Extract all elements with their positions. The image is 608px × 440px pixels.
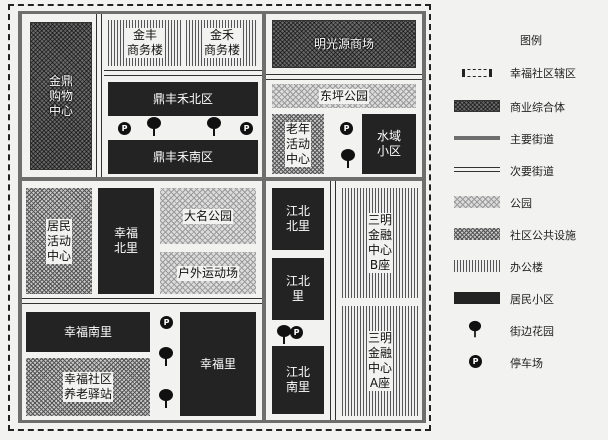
legend-item-garden: 街边花园 [448,320,604,340]
main-road-bottom [18,420,426,423]
dongping-park: 东坪公园 [272,84,416,108]
legend-item-residential: 居民小区 [448,290,604,308]
secondary-road-right-upper [266,74,422,80]
map-legend: 图例 幸福社区辖区 商业综合体 主要街道 次要街道 公园 社区公共设施 办公楼 … [448,24,604,424]
outdoor-sports-field: 户外运动场 [160,252,256,294]
legend-item-main-road: 主要街道 [448,130,604,148]
office-symbol [454,260,500,272]
garden-icon [147,117,161,136]
residential-symbol [454,292,500,304]
secondary-road-upper [104,70,262,76]
main-road-symbol [454,136,500,140]
jinding-shopping-center: 金鼎 购物 中心 [30,22,92,170]
park-symbol [454,196,500,208]
parking-icon: P [118,122,131,135]
main-road-vertical-middle [262,12,266,423]
community-boundary [8,4,431,431]
secondary-road-symbol [454,167,500,172]
parking-icon: P [340,122,353,135]
dingfeng-north-residential: 鼎丰禾北区 [108,82,258,116]
dingfeng-south-residential: 鼎丰禾南区 [108,140,258,174]
elderly-activity-center: 老年 活动 中心 [272,114,324,174]
garden-icon [159,347,173,366]
jinfeng-office-building: 金丰 商务楼 [108,20,182,66]
legend-item-commercial: 商业综合体 [448,98,604,116]
sanming-finance-center-a: 三明 金融 中心 A座 [342,306,418,416]
mingguang-mall: 明光源商场 [272,20,416,68]
jiangbei-residential: 江北 里 [272,258,324,320]
shuiyu-residential: 水域 小区 [362,114,416,174]
xingfuli-residential: 幸福里 [180,312,256,416]
main-road-top [18,11,426,14]
resident-activity-center: 居民 活动 中心 [26,188,92,294]
garden-icon [207,117,221,136]
commercial-symbol [454,100,500,112]
main-road-vertical-right [422,12,426,423]
sanming-finance-center-b: 三明 金融 中心 B座 [342,188,418,298]
garden-icon [277,325,291,344]
legend-item-facility: 社区公共设施 [448,226,604,244]
xingfu-north-residential: 幸福 北里 [98,188,154,294]
legend-title: 图例 [520,34,542,47]
legend-item-boundary: 幸福社区辖区 [448,64,604,82]
jiangbei-north-residential: 江北 北里 [272,188,324,250]
legend-item-office: 办公楼 [448,258,604,276]
main-road-vertical-left [18,12,22,423]
main-road-horizontal-middle [18,177,426,181]
facility-symbol [454,228,500,240]
parking-icon: P [240,122,253,135]
legend-item-secondary-road: 次要街道 [448,162,604,180]
boundary-symbol [462,69,492,77]
secondary-road-vertical-left [96,14,102,177]
jinhe-office-building: 金禾 商务楼 [186,20,258,66]
xingfu-south-residential: 幸福南里 [26,312,150,352]
jiangbei-south-residential: 江北 南里 [272,346,324,414]
garden-icon [341,149,355,168]
garden-icon [468,320,482,338]
secondary-road-vertical-right [330,181,336,420]
legend-item-parking: P 停车场 [448,354,604,372]
legend-item-park: 公园 [448,194,604,212]
parking-icon: P [290,326,303,339]
parking-icon: P [469,355,482,368]
secondary-road-lower [22,298,262,304]
xingfu-eldercare-station: 幸福社区 养老驿站 [26,358,150,416]
garden-icon [159,389,173,408]
daming-park: 大名公园 [160,188,256,244]
parking-icon: P [160,316,173,329]
